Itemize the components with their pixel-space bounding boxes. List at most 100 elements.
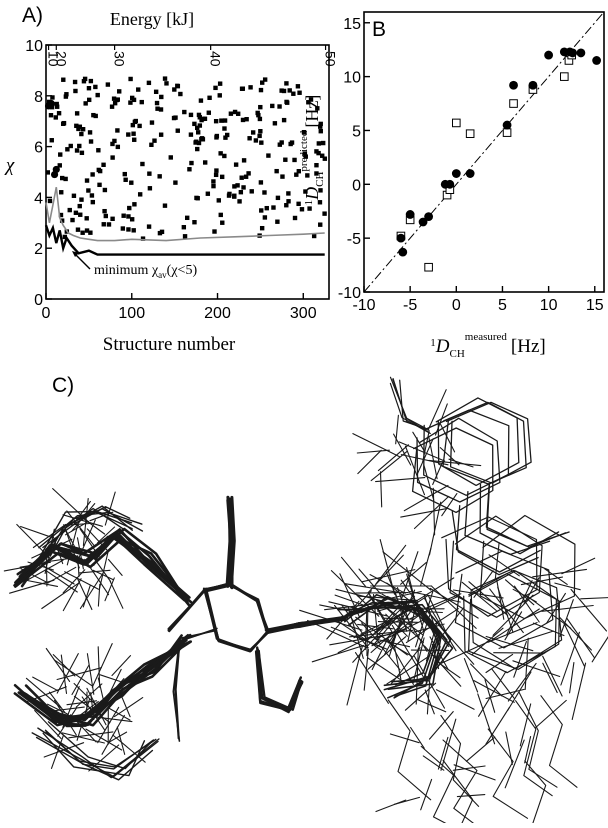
panel-a-point <box>159 133 163 137</box>
panel-a-x-tick-label: 100 <box>118 305 145 322</box>
panel-a-point <box>89 79 93 83</box>
panel-a-point <box>258 117 262 121</box>
panel-a-point <box>319 129 323 133</box>
panel-a-point <box>217 198 221 202</box>
panel-a-point <box>150 120 154 124</box>
panel-a-point <box>220 175 224 179</box>
panel-a-point <box>292 158 296 162</box>
hydrogen-bond-spike <box>371 451 407 480</box>
hydrogen-bond-spike <box>542 606 593 612</box>
hydrogen-bond-spike <box>117 727 124 754</box>
panel-a-point <box>259 140 263 144</box>
panel-a-point <box>263 215 267 219</box>
panel-b-filled-circle <box>568 49 577 58</box>
panel-a-point <box>128 100 132 104</box>
panel-a-point <box>126 132 130 136</box>
panel-a-point <box>203 160 207 164</box>
panel-b-y-tick-label: -5 <box>347 231 361 248</box>
molecular-structure-overlay <box>4 377 608 823</box>
panel-a-point <box>277 104 281 108</box>
panel-a-point <box>321 141 325 145</box>
hydrogen-bond-spike <box>437 690 475 710</box>
panel-a-point <box>53 166 60 173</box>
panel-a-point <box>172 87 176 91</box>
panel-a-point <box>192 122 196 126</box>
panel-a-point <box>314 163 318 167</box>
panel-a-point <box>70 218 74 222</box>
panel-b-filled-circle <box>577 49 586 58</box>
panel-a-point <box>282 118 286 122</box>
panel-a-point <box>199 98 203 102</box>
hydrogen-bond-spike <box>485 680 495 713</box>
panel-a-point <box>296 202 300 206</box>
panel-a-point <box>117 89 121 93</box>
panel-a-y-tick-label: 2 <box>34 241 43 258</box>
panel-a-point <box>260 80 264 84</box>
panel-a-point <box>297 91 301 95</box>
panel-a-point <box>237 199 241 203</box>
panel-a-point <box>233 110 237 114</box>
panel-a-point <box>259 208 263 212</box>
panel-a-top-tick-label: 30 <box>112 51 128 67</box>
panel-a-point <box>163 76 167 80</box>
panel-a-point <box>91 200 95 204</box>
hydrogen-bond-spike <box>430 502 441 555</box>
panel-b-open-square <box>561 73 569 81</box>
panel-a-point <box>59 190 63 194</box>
panel-a-point <box>85 178 89 182</box>
panel-a-point <box>48 199 52 203</box>
panel-a-point <box>140 100 144 104</box>
hydrogen-bond-spike <box>401 508 448 517</box>
panel-a-point <box>96 148 100 152</box>
hydrogen-bond-spike <box>424 465 434 500</box>
right-top-ring <box>452 512 538 575</box>
panel-a-point <box>88 130 92 134</box>
panel-a-point <box>314 149 318 153</box>
panel-a-point <box>149 143 153 147</box>
panel-a-point <box>90 172 94 176</box>
hydrogen-bond-spike <box>33 677 58 691</box>
panel-a-point <box>283 158 287 162</box>
panel-a-point <box>280 174 284 178</box>
panel-a-point <box>76 227 80 231</box>
panel-a-point <box>259 180 263 184</box>
panel-a-point <box>276 196 280 200</box>
panel-a-point <box>248 85 252 89</box>
panel-b-x-axis-label: 1DCHmeasured[Hz] <box>430 331 545 360</box>
panel-a-point <box>182 110 186 114</box>
panel-a-point <box>192 220 196 224</box>
panel-b-y-tick-label: 10 <box>343 70 361 87</box>
hydrogen-bond-spike <box>505 740 524 788</box>
hydrogen-bond-spike <box>358 450 381 473</box>
panel-a-point <box>129 181 133 185</box>
panel-a-point <box>74 124 78 128</box>
panel-a-point <box>126 227 130 231</box>
panel-a-point <box>219 213 223 217</box>
hydrogen-bond-spike <box>581 597 608 599</box>
panel-a-point <box>323 157 327 161</box>
panel-a-point <box>273 121 277 125</box>
panel-a-point <box>274 169 278 173</box>
panel-a-point <box>48 100 55 107</box>
hydrogen-bond-spike <box>571 589 607 631</box>
panel-a-top-tick-label: 40 <box>208 51 224 67</box>
panel-a-point <box>227 192 231 196</box>
hydrogen-bond-spike <box>570 663 574 693</box>
panel-a-point <box>258 129 262 133</box>
panel-a-point <box>262 190 266 194</box>
panel-b-letter: B <box>372 18 386 41</box>
hydrogen-bond-spike <box>357 450 389 453</box>
panel-a-point <box>73 80 77 84</box>
panel-a-point <box>278 142 282 146</box>
panel-a-point <box>285 101 289 105</box>
panel-b-filled-circle <box>406 210 415 219</box>
panel-c-molecular-ensemble: C) <box>4 374 608 823</box>
panel-a-point <box>284 81 288 85</box>
panel-b-open-square <box>510 100 518 108</box>
panel-a-point <box>127 206 131 210</box>
panel-a-point <box>78 213 82 217</box>
panel-a-point <box>296 84 300 88</box>
panel-a-point <box>271 205 275 209</box>
panel-a-point <box>232 184 236 188</box>
